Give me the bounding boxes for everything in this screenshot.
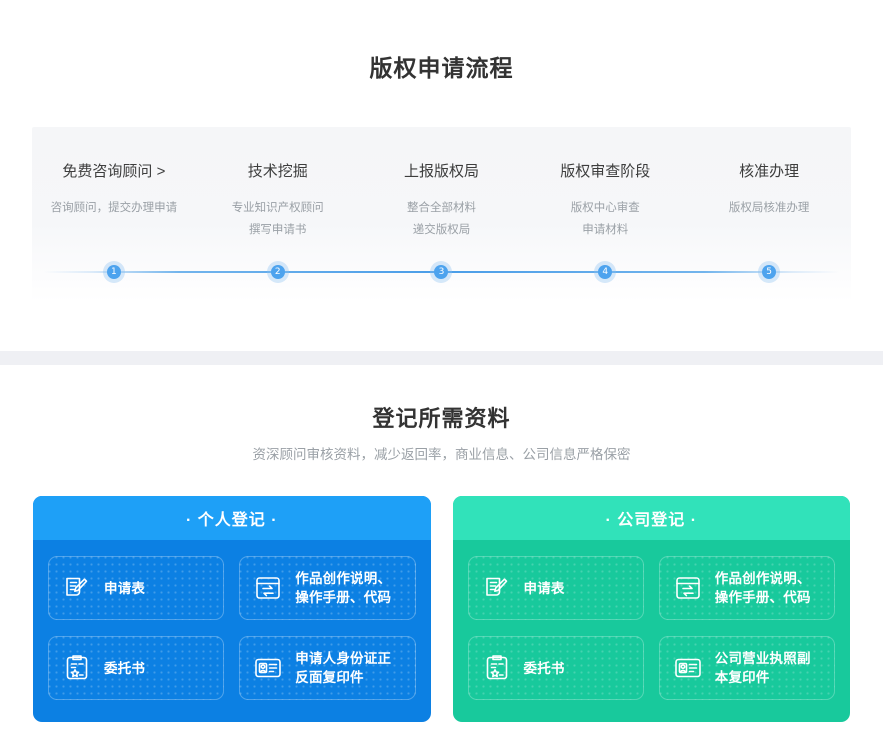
material-tile-power-of-attorney[interactable]: 委托书: [467, 636, 644, 700]
timeline-dot-3[interactable]: 3: [430, 261, 453, 283]
timeline-dot-number: 2: [270, 265, 285, 279]
process-panel: 免费咨询顾问 > 咨询顾问，提交办理申请 技术挖掘 专业知识产权顾问 撰写申请书…: [32, 127, 851, 302]
document-pencil-icon: [482, 573, 512, 603]
card-body: 申请表 作品创作说明、操作手册、代码: [453, 540, 851, 722]
material-label: 委托书: [104, 660, 146, 676]
timeline-dot-number: 5: [762, 265, 777, 279]
material-tile-power-of-attorney[interactable]: 委托书: [48, 636, 225, 700]
material-tile-creation-description[interactable]: 作品创作说明、操作手册、代码: [658, 556, 835, 620]
step-desc-line2: 撰写申请书: [248, 224, 307, 236]
timeline-dot-cell-3: 3: [360, 261, 524, 283]
process-step-2: 技术挖掘 专业知识产权顾问 撰写申请书: [196, 161, 360, 241]
material-label: 公司营业执照副本复印件: [714, 651, 811, 685]
step-desc-line1: 版权中心审查: [570, 202, 640, 214]
timeline-dot-cell-4: 4: [523, 261, 687, 283]
process-step-3: 上报版权局 整合全部材料 递交版权局: [360, 161, 524, 241]
timeline-dot-cell-2: 2: [196, 261, 360, 283]
step-title: 上报版权局: [403, 163, 479, 180]
process-step-1: 免费咨询顾问 > 咨询顾问，提交办理申请: [32, 161, 196, 241]
process-step-5: 核准办理 版权局核准办理: [687, 161, 851, 241]
material-label: 委托书: [523, 660, 565, 676]
timeline-dot-2[interactable]: 2: [266, 261, 289, 283]
company-registration-card: · 公司登记 · 申请表: [452, 496, 851, 722]
clipboard-star-icon: [62, 653, 92, 683]
step-title: 版权审查阶段: [560, 163, 651, 180]
timeline-dot-4[interactable]: 4: [594, 261, 617, 283]
timeline-dot-5[interactable]: 5: [758, 261, 781, 283]
step-title: 核准办理: [739, 163, 800, 180]
material-tile-application-form[interactable]: 申请表: [467, 556, 644, 620]
materials-subtitle: 资深顾问审核资料，减少返回率，商业信息、公司信息严格保密: [252, 447, 631, 462]
materials-cards-row: · 个人登记 · 申请表: [0, 466, 883, 722]
clipboard-star-icon: [482, 653, 512, 683]
timeline-dot-number: 4: [598, 265, 613, 279]
timeline-dot-cell-5: 5: [687, 261, 851, 283]
material-tile-creation-description[interactable]: 作品创作说明、操作手册、代码: [239, 556, 416, 620]
section-divider-band: [0, 351, 883, 365]
document-pencil-icon: [62, 573, 92, 603]
step-desc-line1: 咨询顾问，提交办理申请: [50, 202, 178, 214]
material-label: 作品创作说明、操作手册、代码: [714, 571, 811, 605]
material-label: 申请人身份证正反面复印件: [295, 651, 392, 685]
personal-registration-card: · 个人登记 · 申请表: [33, 496, 431, 722]
step-desc-line1: 整合全部材料: [406, 202, 476, 214]
card-header-title: · 个人登记 ·: [33, 496, 431, 540]
timeline-dot-number: 1: [106, 265, 121, 279]
timeline-dots-row: 1 2 3 4: [32, 261, 851, 283]
step-desc-line1: 专业知识产权顾问: [231, 202, 324, 214]
copyright-process-section: 版权申请流程 免费咨询顾问 > 咨询顾问，提交办理申请 技术挖掘 专业知识产权顾…: [0, 0, 883, 302]
step-title: 技术挖掘: [247, 163, 308, 180]
step-desc-line2: 申请材料: [582, 224, 629, 236]
material-label: 申请表: [523, 580, 565, 596]
timeline-dot-1[interactable]: 1: [102, 261, 125, 283]
required-materials-section: 登记所需资料 资深顾问审核资料，减少返回率，商业信息、公司信息严格保密 · 个人…: [0, 365, 883, 722]
window-exchange-icon: [673, 573, 703, 603]
step-title[interactable]: 免费咨询顾问 >: [62, 163, 166, 180]
step-desc-line2: 递交版权局: [412, 224, 471, 236]
material-tile-application-form[interactable]: 申请表: [48, 556, 225, 620]
id-card-icon: [673, 653, 703, 683]
id-card-icon: [253, 653, 283, 683]
card-header-title: · 公司登记 ·: [452, 496, 850, 540]
window-exchange-icon: [253, 573, 283, 603]
card-body: 申请表 作品创作说明、操作手册、代码: [33, 540, 431, 722]
timeline-dot-cell-1: 1: [32, 261, 196, 283]
materials-title: 登记所需资料: [372, 406, 511, 431]
material-tile-business-license-copy[interactable]: 公司营业执照副本复印件: [658, 636, 835, 700]
process-step-4: 版权审查阶段 版权中心审查 申请材料: [523, 161, 687, 241]
material-label: 申请表: [104, 580, 146, 596]
material-tile-id-card-copy[interactable]: 申请人身份证正反面复印件: [239, 636, 416, 700]
step-desc-line1: 版权局核准办理: [728, 202, 810, 214]
process-timeline: 1 2 3 4: [32, 261, 851, 283]
timeline-dot-number: 3: [434, 265, 449, 279]
process-title: 版权申请流程: [369, 55, 514, 81]
material-label: 作品创作说明、操作手册、代码: [295, 571, 392, 605]
process-steps-row: 免费咨询顾问 > 咨询顾问，提交办理申请 技术挖掘 专业知识产权顾问 撰写申请书…: [32, 127, 851, 241]
